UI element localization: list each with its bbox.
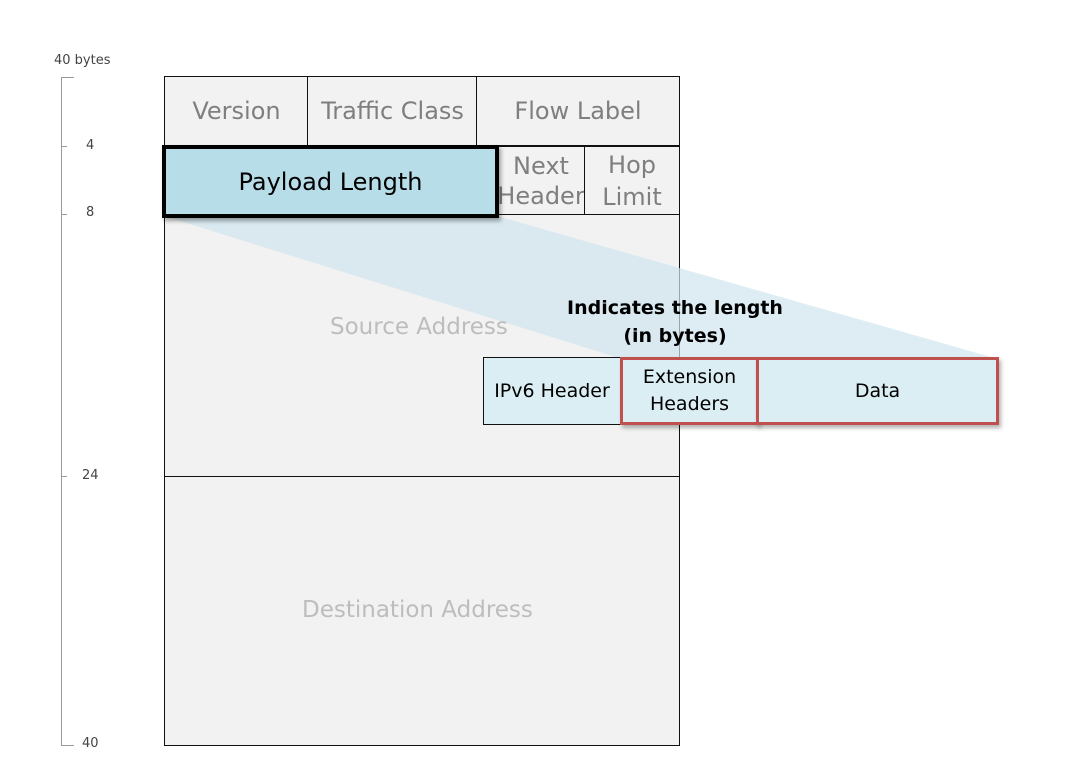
scale-label-24: 24 bbox=[82, 468, 99, 483]
extension-headers-line1: Extension bbox=[642, 366, 737, 388]
callout-beam-shape bbox=[164, 216, 998, 359]
hop-limit-field: Hop Limit bbox=[584, 146, 680, 216]
callout-title-line1: Indicates the length bbox=[567, 297, 783, 319]
scale-axis bbox=[61, 77, 62, 745]
scale-tick-8 bbox=[61, 214, 67, 215]
next-header-line1: Next bbox=[513, 152, 569, 180]
ipv6-header-box: IPv6 Header bbox=[483, 357, 621, 425]
next-header-field: Next Header bbox=[496, 146, 586, 216]
payload-length-label: Payload Length bbox=[238, 167, 423, 196]
callout-title: Indicates the length (in bytes) bbox=[555, 294, 795, 350]
scale-tick-top bbox=[61, 77, 74, 78]
scale-top-label: 40 bytes bbox=[54, 53, 111, 68]
scale-tick-4 bbox=[61, 146, 67, 147]
scale-label-8: 8 bbox=[86, 205, 95, 220]
traffic-class-field: Traffic Class bbox=[307, 76, 478, 146]
ipv6-header-label: IPv6 Header bbox=[494, 379, 610, 402]
destination-address-field bbox=[164, 476, 680, 746]
callout-title-line2: (in bytes) bbox=[623, 325, 727, 347]
flow-label-field: Flow Label bbox=[476, 76, 680, 146]
flow-label-label: Flow Label bbox=[514, 97, 642, 125]
traffic-class-label: Traffic Class bbox=[321, 97, 464, 125]
hop-limit-line2: Limit bbox=[602, 183, 662, 211]
source-address-label: Source Address bbox=[330, 314, 508, 340]
scale-label-4: 4 bbox=[86, 138, 95, 153]
data-label: Data bbox=[854, 379, 901, 402]
hop-limit-line1: Hop bbox=[608, 151, 656, 179]
extension-headers-line2: Headers bbox=[649, 393, 730, 415]
version-label: Version bbox=[192, 97, 281, 125]
payload-length-field: Payload Length bbox=[162, 145, 499, 218]
data-box: Data bbox=[756, 357, 999, 425]
scale-label-40: 40 bbox=[82, 736, 99, 751]
extension-headers-box: Extension Headers bbox=[620, 357, 759, 425]
scale-tick-40 bbox=[61, 745, 74, 746]
scale-tick-24 bbox=[61, 476, 67, 477]
destination-address-label: Destination Address bbox=[302, 597, 533, 623]
next-header-line2: Header bbox=[497, 182, 585, 210]
